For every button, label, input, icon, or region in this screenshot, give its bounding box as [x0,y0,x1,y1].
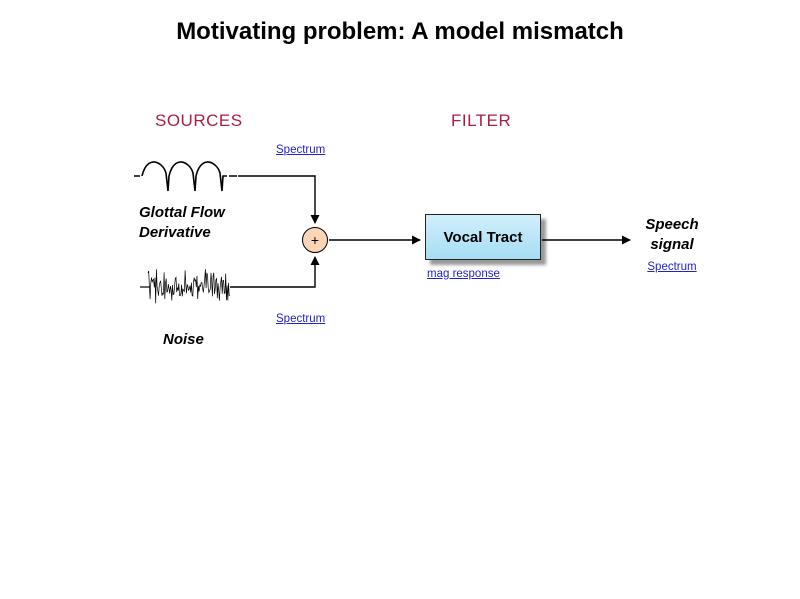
speech-signal-label-line1: Speech [645,216,699,233]
sources-heading: SOURCES [155,111,243,130]
glottal-flow-label: Glottal Flow Derivative [139,203,225,242]
filter-heading: FILTER [451,111,512,130]
speech-signal-label-line2: signal [650,235,694,253]
glottal-flow-label-line1: Glottal Flow [139,204,225,221]
vocal-tract-label: Vocal Tract [443,228,523,246]
glottal-flow-label-line2: Derivative [139,223,211,241]
vocal-tract-box: Vocal Tract [425,214,541,260]
spectrum-link-glottal[interactable]: Spectrum [276,144,326,156]
sum-node: + [302,227,328,253]
glottal-waveform-icon [134,161,237,192]
sum-plus-symbol: + [310,232,320,248]
noise-waveform-icon [140,269,231,304]
spectrum-link-speech[interactable]: Spectrum [647,261,697,273]
connector-glottal-to-sum [238,175,320,224]
connector-noise-to-sum [230,256,320,288]
page-title: Motivating problem: A model mismatch [176,18,624,45]
speech-signal-label: Speech signal [636,215,708,254]
mag-response-link[interactable]: mag response [427,268,500,280]
spectrum-link-noise[interactable]: Spectrum [276,313,326,325]
noise-label: Noise [163,331,204,348]
